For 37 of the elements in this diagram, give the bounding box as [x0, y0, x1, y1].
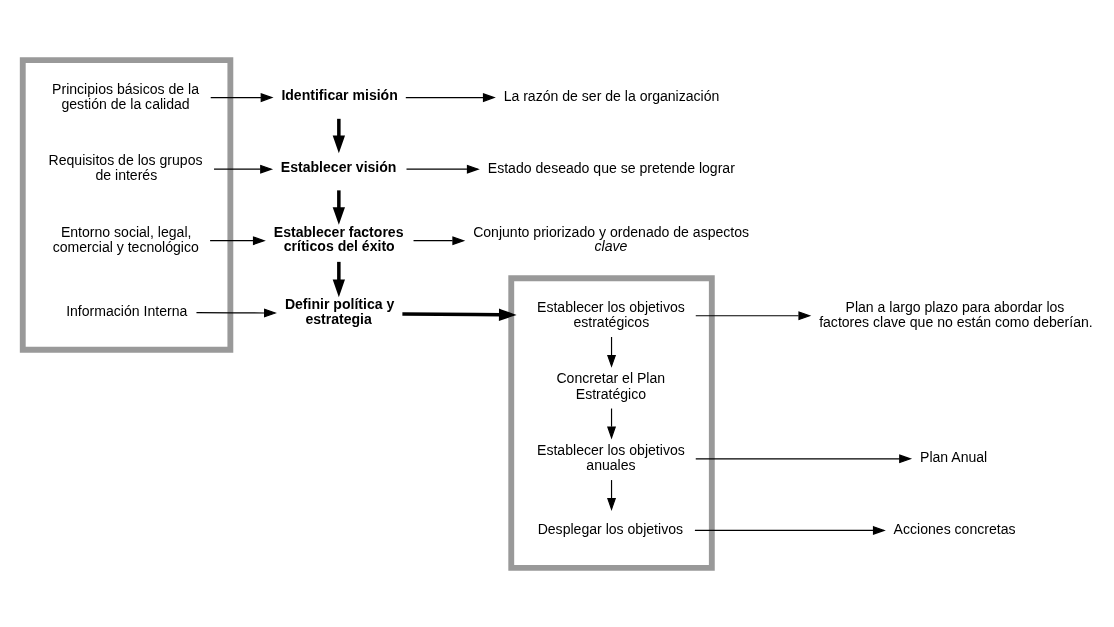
arrow — [405, 164, 480, 174]
node-text: Entorno social, legal, comercial y tecnológico — [52, 223, 199, 255]
cluster — [508, 274, 715, 571]
node-text: Principios básicos de la gestión de la calidad — [52, 80, 200, 112]
arrow — [332, 189, 345, 225]
node-text: Acciones concretas — [893, 520, 1016, 537]
arrow — [195, 308, 277, 318]
node-text: Desplegar los objetivos — [537, 520, 684, 537]
arrow — [210, 92, 274, 102]
node-text: Conjunto priorizado y ordenado de aspectos clave — [473, 223, 750, 254]
node-text: Definir política y estrategia — [284, 295, 395, 326]
arrow — [607, 335, 617, 368]
arrow — [405, 92, 496, 102]
arrow — [209, 235, 266, 245]
arrow — [607, 407, 617, 439]
arrow — [213, 164, 274, 174]
arrow — [412, 235, 466, 245]
node-text: Estado deseado que se pretende lograr — [487, 159, 735, 176]
node-text: Establecer los objetivos estratégicos — [537, 298, 685, 330]
node-text: Establecer visión — [280, 158, 397, 175]
node-text: Establecer factores críticos del éxito — [273, 223, 404, 254]
node-text: Concretar el Plan Estratégico — [556, 369, 666, 402]
arrow — [694, 525, 886, 535]
arrow — [402, 308, 517, 321]
arrow — [695, 453, 913, 463]
node-text: La razón de ser de la organización — [503, 87, 720, 104]
arrow — [695, 310, 812, 320]
node-text: Identificar misión — [281, 86, 398, 103]
arrow — [607, 479, 617, 511]
arrow — [332, 261, 346, 297]
node-text: Establecer los objetivos anuales — [537, 441, 685, 473]
node-text: Información Interna — [66, 302, 188, 319]
node-text: Requisitos de los grupos de interés — [48, 151, 203, 183]
cluster — [19, 56, 234, 353]
node-text: Plan Anual — [920, 448, 988, 465]
arrow — [332, 118, 345, 153]
node-text: Plan a largo plazo para abordar los factores clave que no están como deberían. — [819, 298, 1093, 330]
